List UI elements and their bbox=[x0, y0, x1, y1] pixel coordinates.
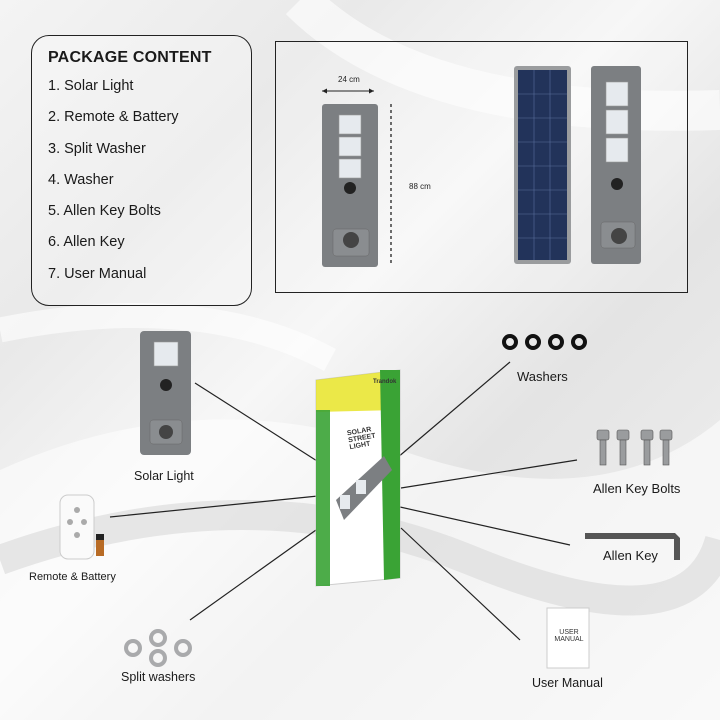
list-item: 6. Allen Key bbox=[48, 234, 125, 251]
package-content-title: PACKAGE CONTENT bbox=[48, 49, 212, 66]
width-dimension-label: 24 cm bbox=[338, 75, 360, 84]
package-content-list: 1. Solar Light 2. Remote & Battery 3. Sp… bbox=[48, 76, 251, 295]
solar-light-image bbox=[140, 331, 191, 455]
solar-light-front-view bbox=[322, 104, 378, 267]
height-dimension-label: 88 cm bbox=[409, 182, 431, 191]
label-washers: Washers bbox=[517, 369, 568, 384]
solar-panel-back-view bbox=[514, 66, 571, 264]
label-allen-key: Allen Key bbox=[603, 548, 658, 563]
manual-cover-text: USER MANUAL bbox=[554, 629, 584, 643]
label-remote-battery: Remote & Battery bbox=[29, 571, 116, 583]
solar-light-side-front-view bbox=[591, 66, 641, 264]
split-washers-image bbox=[124, 629, 192, 667]
allen-key-bolts-image bbox=[596, 429, 673, 466]
user-manual-image bbox=[546, 607, 590, 669]
product-dimensions-box: 24 cm 88 cm bbox=[275, 41, 688, 293]
list-item: 2. Remote & Battery bbox=[48, 109, 179, 126]
allen-key-image bbox=[585, 533, 680, 560]
label-split-washers: Split washers bbox=[121, 670, 196, 684]
list-item: 4. Washer bbox=[48, 171, 114, 188]
remote-image bbox=[59, 494, 95, 560]
list-item: 3. Split Washer bbox=[48, 140, 146, 157]
label-allen-key-bolts: Allen Key Bolts bbox=[593, 481, 681, 496]
label-solar-light: Solar Light bbox=[134, 469, 194, 483]
connector-lines bbox=[109, 361, 578, 641]
box-brand-text: Trandok bbox=[373, 379, 397, 385]
list-item: 1. Solar Light bbox=[48, 78, 134, 94]
list-item: 7. User Manual bbox=[48, 265, 147, 282]
battery-image bbox=[96, 534, 104, 556]
label-user-manual: User Manual bbox=[532, 676, 603, 690]
list-item: 5. Allen Key Bolts bbox=[48, 203, 161, 220]
product-box-image bbox=[315, 369, 401, 587]
product-views-illustration bbox=[322, 66, 641, 267]
washers-image bbox=[502, 334, 587, 350]
package-content-box: PACKAGE CONTENT 1. Solar Light 2. Remote… bbox=[31, 35, 252, 306]
